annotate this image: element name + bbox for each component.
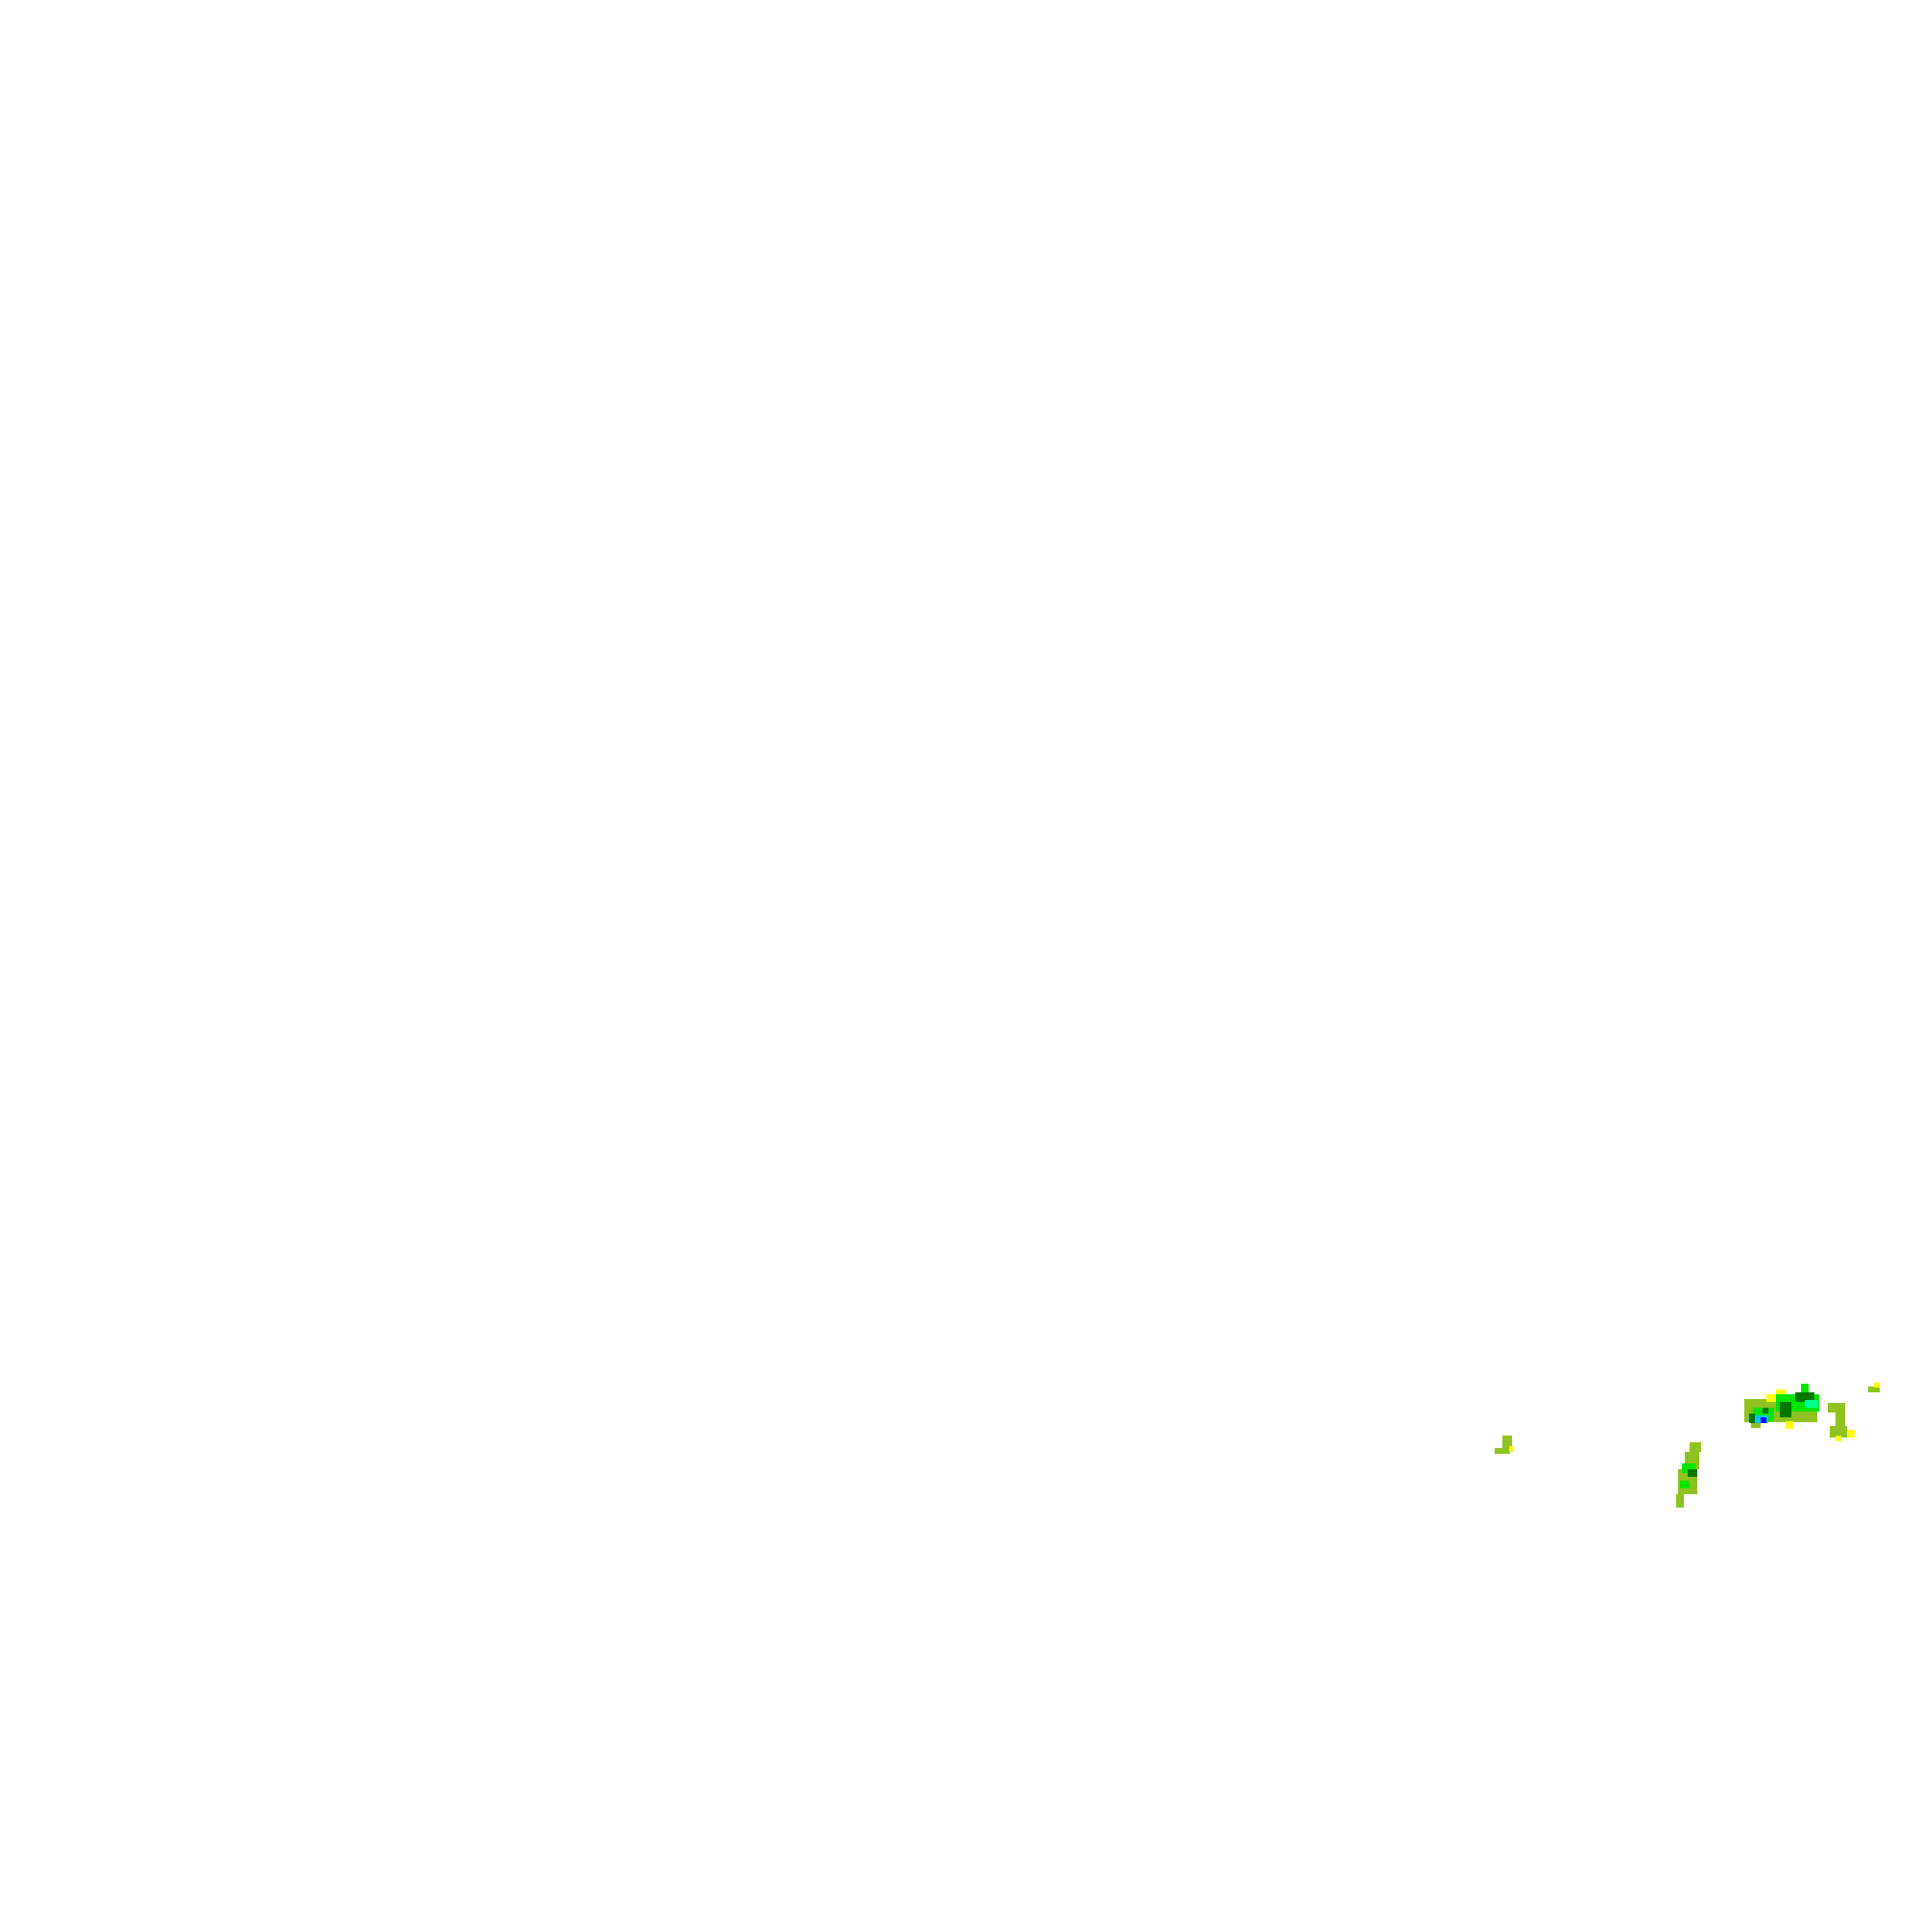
- echo-cluster-west-fragment: [1495, 1436, 1514, 1454]
- echo-cluster-south-cell: [1676, 1442, 1701, 1508]
- echo-cluster-east-fragment: [1828, 1403, 1855, 1441]
- echo-cluster-main-cell: [1744, 1384, 1819, 1429]
- echo-cluster-far-east-speck: [1868, 1383, 1880, 1392]
